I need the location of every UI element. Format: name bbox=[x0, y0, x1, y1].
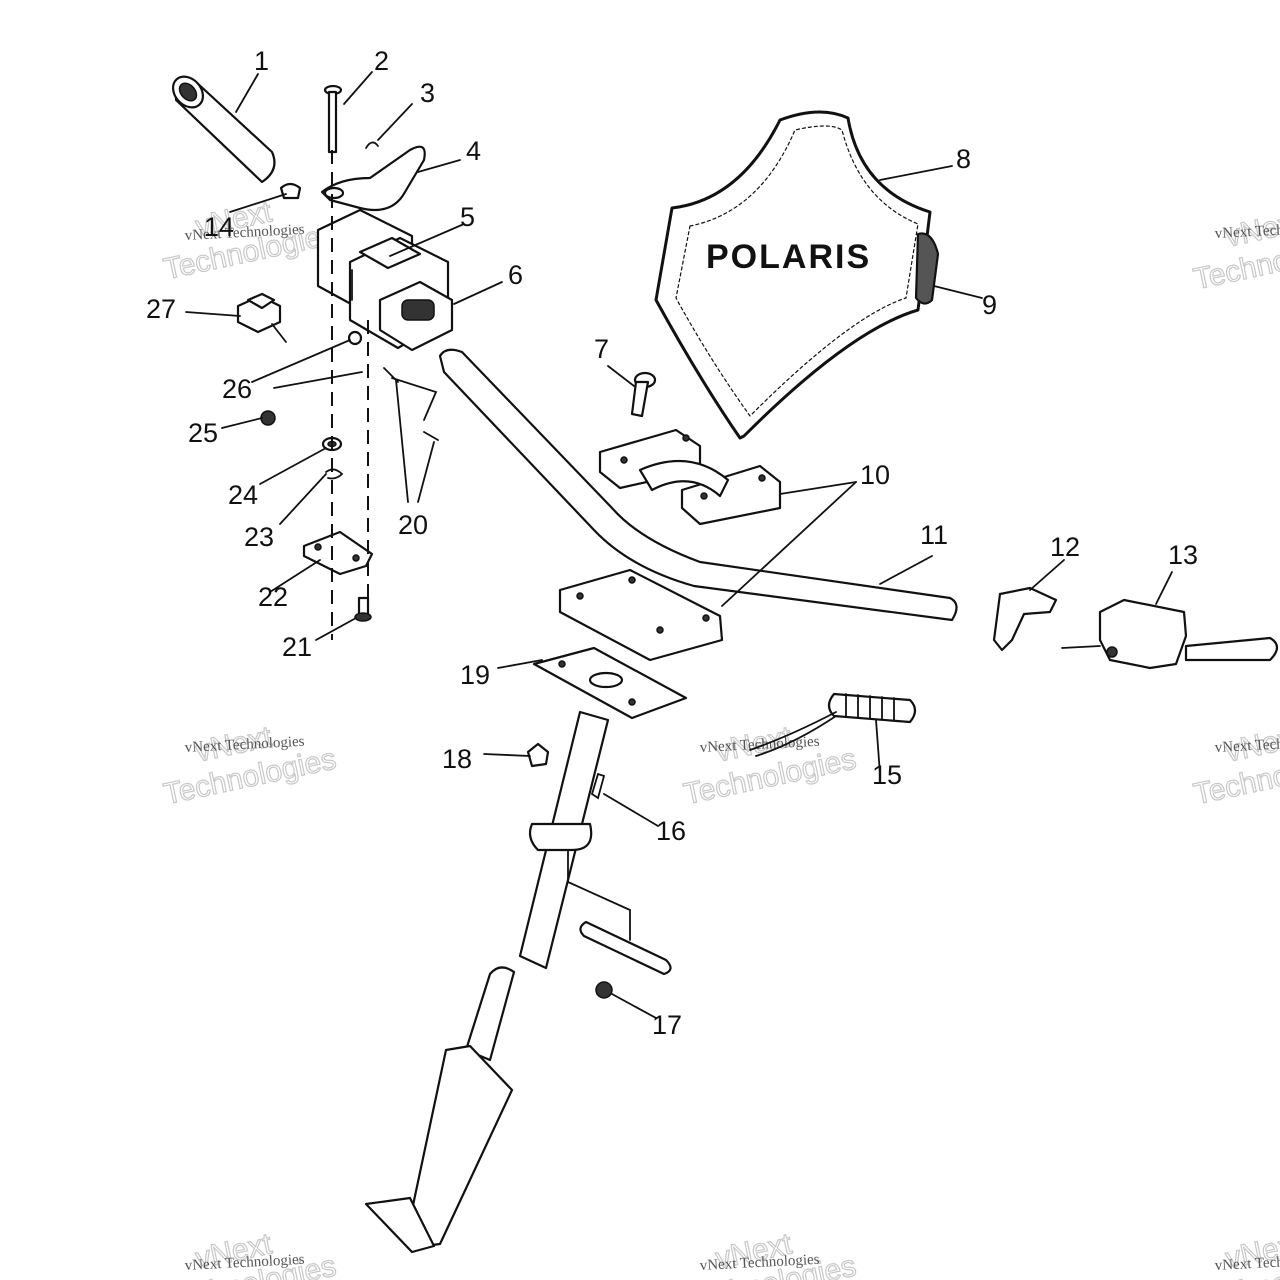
part-throttle-lever bbox=[320, 145, 426, 212]
callout-3: 3 bbox=[420, 78, 435, 108]
watermark-top-right: vNext Technologies bbox=[1190, 205, 1280, 297]
callout-6: 6 bbox=[508, 260, 523, 290]
callout-15: 15 bbox=[872, 760, 902, 790]
part-tie-sleeve bbox=[567, 849, 672, 999]
part-clamp-bolt bbox=[630, 371, 657, 418]
part-e-clip bbox=[325, 468, 344, 480]
assembly-lines bbox=[273, 150, 438, 640]
part-pad-edge bbox=[914, 232, 940, 305]
callout-16: 16 bbox=[656, 816, 686, 846]
part-post-nut bbox=[526, 742, 550, 768]
callout-13: 13 bbox=[1168, 540, 1198, 570]
part-brake-bracket bbox=[992, 586, 1058, 652]
part-handlebar bbox=[438, 348, 958, 622]
watermark-small: vNext Technologies bbox=[699, 1252, 820, 1274]
callout-18: 18 bbox=[442, 744, 472, 774]
part-steering-post bbox=[364, 710, 610, 1254]
callout-4: 4 bbox=[466, 136, 481, 166]
callout-23: 23 bbox=[244, 522, 274, 552]
part-bushing bbox=[528, 772, 606, 852]
callout-25: 25 bbox=[188, 418, 218, 448]
callout-21: 21 bbox=[282, 632, 312, 662]
leader-lines bbox=[185, 71, 1173, 1019]
watermark-mid-left: vNext Technologies bbox=[160, 720, 339, 812]
watermark-small: vNext Technologies bbox=[1214, 1252, 1280, 1274]
part-master-cylinder bbox=[1061, 598, 1279, 670]
watermark-mid-center: vNext Technologies bbox=[680, 720, 859, 812]
callout-7: 7 bbox=[594, 334, 609, 364]
callout-1: 1 bbox=[254, 46, 269, 76]
callout-27: 27 bbox=[146, 294, 176, 324]
callout-5: 5 bbox=[460, 202, 475, 232]
part-upper-clamp bbox=[598, 428, 782, 526]
callout-19: 19 bbox=[460, 660, 490, 690]
callout-20: 20 bbox=[398, 510, 428, 540]
part-clip bbox=[365, 141, 379, 149]
callout-9: 9 bbox=[982, 290, 997, 320]
watermark-small: vNext Technologies bbox=[184, 734, 305, 756]
part-pin-bolt bbox=[323, 84, 343, 154]
part-grip bbox=[171, 75, 276, 184]
callout-10: 10 bbox=[860, 460, 890, 490]
watermark-mid-right: vNext Technologies bbox=[1190, 720, 1280, 812]
part-lower-clamp bbox=[558, 568, 724, 662]
watermark-small: vNext Technologies bbox=[1214, 734, 1280, 756]
watermark-small: vNext Technologies bbox=[699, 734, 820, 756]
watermark-small: vNext Technologies bbox=[1214, 220, 1280, 242]
watermark-small: vNext Technologies bbox=[184, 1252, 305, 1274]
part-throttle-housing bbox=[316, 208, 454, 352]
callout-14: 14 bbox=[204, 212, 234, 242]
polaris-logo: POLARIS bbox=[706, 238, 871, 276]
part-nut bbox=[347, 330, 363, 346]
part-screw bbox=[354, 596, 372, 622]
part-steering-plate bbox=[532, 646, 688, 720]
callout-26: 26 bbox=[222, 374, 252, 404]
callout-24: 24 bbox=[228, 480, 258, 510]
callout-11: 11 bbox=[920, 520, 948, 550]
part-end-plug bbox=[279, 182, 302, 200]
callout-12: 12 bbox=[1050, 532, 1080, 562]
callout-17: 17 bbox=[652, 1010, 682, 1040]
callout-2: 2 bbox=[374, 46, 389, 76]
part-lock-nut bbox=[260, 410, 276, 426]
watermark-small: vNext Technologies bbox=[184, 222, 305, 244]
part-kill-switch bbox=[236, 292, 287, 343]
part-handlebar-pad: POLARIS bbox=[654, 110, 932, 440]
part-bracket-plate bbox=[302, 530, 374, 576]
callout-8: 8 bbox=[956, 144, 971, 174]
callout-labels: 1 2 3 4 5 6 7 8 9 10 11 12 13 14 15 16 1… bbox=[146, 46, 1198, 1040]
callout-22: 22 bbox=[258, 582, 288, 612]
part-coil-heater bbox=[749, 692, 917, 757]
